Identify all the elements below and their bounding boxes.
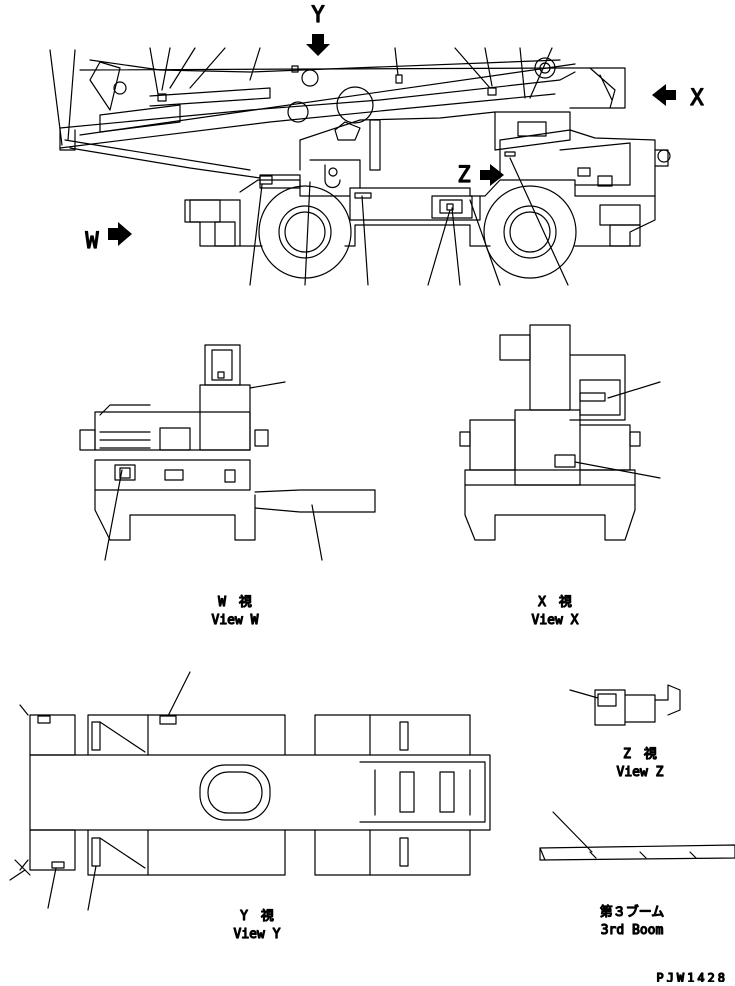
third-boom-drawing [539, 811, 735, 861]
label-arrow-z: Z [457, 163, 470, 188]
label-arrow-w: W [85, 229, 99, 254]
arrow-z-icon [480, 164, 504, 186]
view-y-drawing [9, 671, 491, 911]
view-x-title-en: View X [532, 613, 579, 628]
view-w-drawing [79, 344, 376, 561]
view-y-title-jp: Y 視 [240, 909, 274, 924]
label-arrow-y: Y [311, 3, 324, 28]
arrow-y-icon [306, 34, 330, 56]
drawing-code: PJW1428 [656, 971, 728, 982]
view-y-title-en: View Y [234, 927, 281, 942]
arrow-x-icon [652, 84, 676, 106]
view-z-title-jp: Z 視 [623, 747, 657, 762]
view-z-drawing [569, 684, 681, 726]
view-z-title-en: View Z [617, 765, 664, 780]
third-boom-title-en: 3rd Boom [601, 923, 664, 938]
view-w-title-en: View W [212, 613, 259, 628]
arrow-w-icon [108, 222, 132, 246]
view-w-title-jp: W 視 [218, 595, 252, 610]
view-x-drawing [459, 324, 661, 541]
third-boom-title-jp: 第３ブーム [600, 904, 665, 920]
view-x-title-jp: X 視 [538, 595, 572, 610]
crane-side-view [49, 34, 676, 286]
label-arrow-x: X [690, 86, 704, 111]
